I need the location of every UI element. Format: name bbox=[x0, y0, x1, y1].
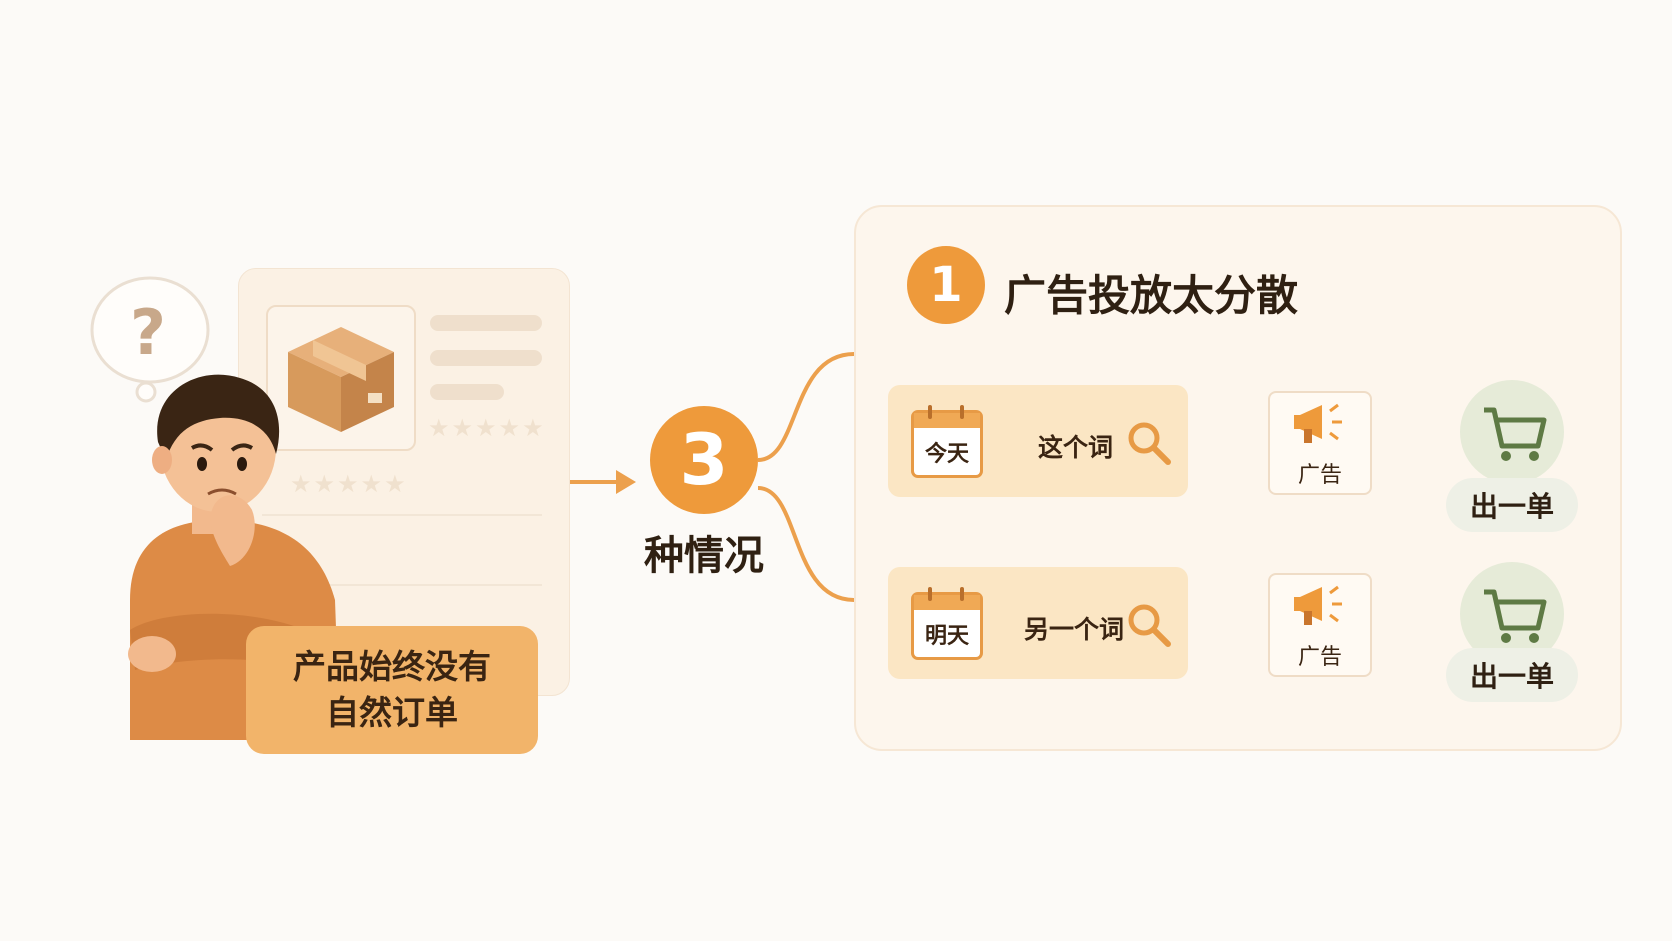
divider bbox=[262, 584, 542, 586]
star-icon: ★ bbox=[290, 470, 314, 498]
thought-bubble: ? bbox=[90, 276, 210, 403]
case-title: 广告投放太分散 bbox=[1004, 271, 1299, 320]
issue-line-2: 自然订单 bbox=[326, 693, 458, 732]
star-icon: ★ bbox=[384, 470, 408, 498]
placeholder-line bbox=[430, 350, 542, 366]
search-icon bbox=[1128, 604, 1171, 647]
star-icon: ★ bbox=[498, 414, 523, 442]
order-result-label: 出一单 bbox=[1446, 478, 1578, 532]
star-icon: ★ bbox=[313, 470, 338, 498]
product-thumbnail bbox=[266, 305, 416, 451]
shopping-cart-icon bbox=[1484, 407, 1547, 461]
shopping-cart-icon bbox=[1484, 589, 1547, 643]
keyword-label: 这个词 bbox=[1038, 433, 1114, 462]
case-number-badge: 1 bbox=[907, 246, 985, 324]
placeholder-line bbox=[430, 315, 542, 331]
calendar-day-label: 明天 bbox=[924, 624, 969, 649]
order-result-label: 出一单 bbox=[1446, 648, 1578, 702]
search-icon bbox=[1128, 422, 1171, 465]
branch-bottom bbox=[757, 486, 855, 602]
star-icon: ★ bbox=[360, 470, 385, 498]
ad-label: 广告 bbox=[1297, 463, 1342, 488]
star-icon: ★ bbox=[428, 414, 452, 442]
ad-step-box: 广告 bbox=[1268, 391, 1372, 495]
star-rating-top: ★★★★★ bbox=[428, 414, 546, 442]
placeholder-line bbox=[430, 384, 504, 400]
calendar-icon: 今天 bbox=[911, 405, 983, 478]
result-cart-circle bbox=[1460, 380, 1564, 484]
package-box-icon bbox=[288, 327, 394, 432]
divider bbox=[262, 514, 542, 516]
star-icon: ★ bbox=[451, 414, 476, 442]
branch-top bbox=[757, 352, 855, 462]
issue-line-1: 产品始终没有 bbox=[293, 647, 491, 686]
issue-box: 产品始终没有 自然订单 bbox=[246, 626, 538, 754]
question-mark-icon: ? bbox=[130, 296, 166, 369]
star-icon: ★ bbox=[522, 414, 546, 442]
megaphone-icon bbox=[1294, 585, 1342, 625]
ad-label: 广告 bbox=[1297, 645, 1342, 670]
star-icon: ★ bbox=[475, 414, 499, 442]
keyword-label: 另一个词 bbox=[1024, 615, 1125, 644]
calendar-day-label: 今天 bbox=[924, 442, 969, 467]
ad-step-box: 广告 bbox=[1268, 573, 1372, 677]
star-rating-bottom: ★★★★★ bbox=[290, 470, 408, 498]
case-count-badge: 3 bbox=[650, 406, 758, 514]
calendar-icon: 明天 bbox=[911, 587, 983, 660]
megaphone-icon bbox=[1294, 403, 1342, 443]
case-count-label: 种情况 bbox=[644, 533, 764, 579]
star-icon: ★ bbox=[337, 470, 361, 498]
